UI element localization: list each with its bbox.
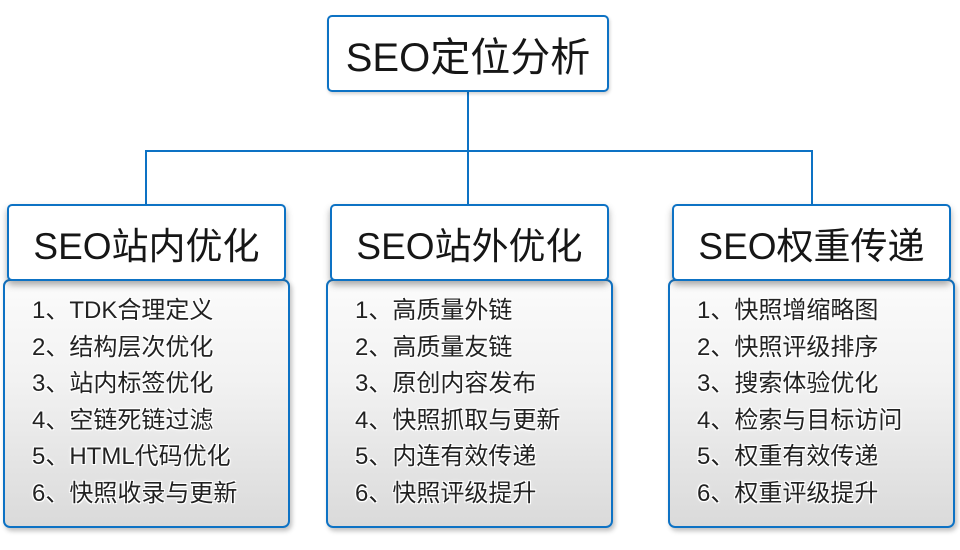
root-node-title: SEO定位分析 [345, 35, 591, 80]
list-item: 1、TDK合理定义 [32, 297, 214, 324]
item-list: 1、高质量外链 2、高质量友链 3、原创内容发布 4、快照抓取与更新 5、内连有… [328, 281, 611, 512]
branch-list-weight: 1、快照增缩略图 2、快照评级排序 3、搜索体验优化 4、检索与目标访问 5、权… [668, 279, 955, 528]
branch-list-onsite: 1、TDK合理定义 2、结构层次优化 3、站内标签优化 4、空链死链过滤 5、H… [3, 279, 290, 528]
list-item: 6、快照收录与更新 [32, 479, 238, 507]
list-item: 4、检索与目标访问 [697, 406, 903, 434]
branch-header-offsite: SEO站外优化 [330, 204, 609, 281]
list-item: 4、快照抓取与更新 [355, 406, 561, 434]
item-list: 1、快照增缩略图 2、快照评级排序 3、搜索体验优化 4、检索与目标访问 5、权… [670, 281, 953, 512]
list-item: 5、权重有效传递 [697, 443, 879, 470]
connector-drop-middle [467, 150, 469, 205]
list-item: 2、高质量友链 [355, 333, 513, 361]
connector-drop-right [811, 150, 813, 205]
branch-weight-transfer: SEO权重传递 1、快照增缩略图 2、快照评级排序 3、搜索体验优化 4、检索与… [668, 204, 955, 528]
list-item: 5、内连有效传递 [355, 443, 537, 470]
branch-header-weight: SEO权重传递 [672, 204, 951, 281]
list-item: 4、空链死链过滤 [32, 406, 214, 434]
list-item: 6、快照评级提升 [355, 479, 537, 507]
branch-title: SEO权重传递 [698, 225, 925, 267]
list-item: 3、搜索体验优化 [697, 370, 879, 397]
list-item: 2、快照评级排序 [697, 333, 879, 361]
list-item: 1、快照增缩略图 [697, 297, 879, 324]
list-item: 3、站内标签优化 [32, 370, 214, 397]
list-item: 3、原创内容发布 [355, 370, 537, 397]
list-item: 1、高质量外链 [355, 297, 513, 324]
root-node-seo-positioning-analysis: SEO定位分析 [327, 15, 609, 92]
branch-header-onsite: SEO站内优化 [7, 204, 286, 281]
branch-onsite-optimization: SEO站内优化 1、TDK合理定义 2、结构层次优化 3、站内标签优化 4、空链… [3, 204, 290, 528]
branch-title: SEO站外优化 [356, 225, 583, 267]
item-list: 1、TDK合理定义 2、结构层次优化 3、站内标签优化 4、空链死链过滤 5、H… [5, 281, 288, 512]
branch-title: SEO站内优化 [33, 225, 260, 267]
connector-drop-left [145, 150, 147, 205]
connector-root-vertical [467, 92, 469, 152]
branch-list-offsite: 1、高质量外链 2、高质量友链 3、原创内容发布 4、快照抓取与更新 5、内连有… [326, 279, 613, 528]
list-item: 2、结构层次优化 [32, 333, 214, 361]
connector-horizontal-bar [145, 150, 813, 152]
list-item: 5、HTML代码优化 [32, 443, 231, 470]
branch-offsite-optimization: SEO站外优化 1、高质量外链 2、高质量友链 3、原创内容发布 4、快照抓取与… [326, 204, 613, 528]
list-item: 6、权重评级提升 [697, 479, 879, 507]
